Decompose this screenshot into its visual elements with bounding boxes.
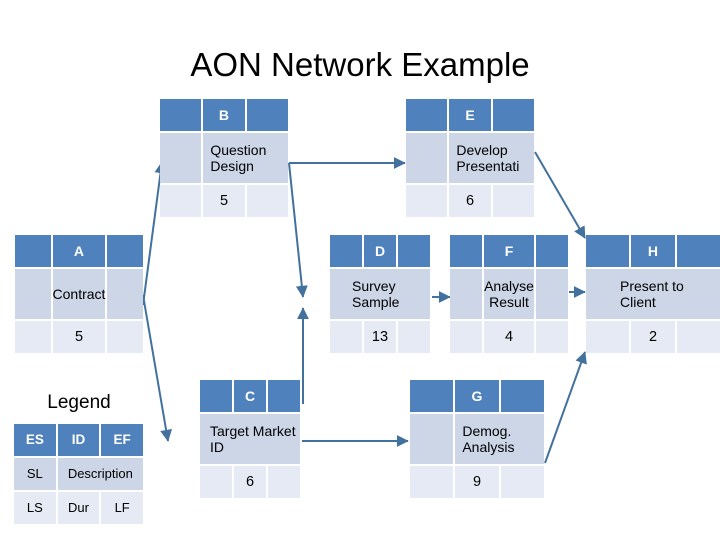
node-e-description: Develop Presentati xyxy=(449,133,534,183)
legend-title: Legend xyxy=(47,392,111,413)
node-c[interactable]: C Target Market ID 6 xyxy=(200,380,300,498)
node-e[interactable]: E Develop Presentati 6 xyxy=(406,99,534,217)
node-g-sl xyxy=(410,414,454,464)
node-c-description-text: Target Market ID xyxy=(210,422,296,455)
legend-node: ES ID EF SL Description LS Dur LF xyxy=(14,424,143,524)
node-g-ef xyxy=(500,380,544,412)
node-d-id: D xyxy=(364,235,396,267)
edge-e-h xyxy=(534,151,586,239)
node-a[interactable]: A Contract 5 xyxy=(15,235,143,353)
node-g-ls xyxy=(410,466,454,498)
node-c-id: C xyxy=(234,380,266,412)
legend-sl: SL xyxy=(14,458,56,490)
node-a-es xyxy=(15,235,51,267)
node-g-description-text: Demog. Analysis xyxy=(462,422,515,455)
node-g-description: Demog. Analysis xyxy=(455,414,544,464)
node-f-description: Analyse Result xyxy=(484,269,534,319)
node-c-duration: 6 xyxy=(234,466,266,498)
node-d-duration: 13 xyxy=(364,321,396,353)
edge-a-c xyxy=(142,294,173,442)
node-b-duration: 5 xyxy=(203,185,245,217)
node-d-description: Survey Sample xyxy=(330,269,430,319)
node-f-id: F xyxy=(484,235,534,267)
node-a-sl xyxy=(15,269,51,319)
node-f-mid-right xyxy=(535,269,568,319)
node-f[interactable]: F Analyse Result 4 xyxy=(450,235,568,353)
node-c-ls xyxy=(200,466,232,498)
node-a-lf xyxy=(107,321,143,353)
node-a-description-text: Contract xyxy=(52,285,106,302)
node-h-description-text: Present to Client xyxy=(620,277,684,310)
node-f-es xyxy=(450,235,483,267)
node-c-es xyxy=(200,380,232,412)
node-f-sl xyxy=(450,269,483,319)
node-b-lf xyxy=(246,185,288,217)
node-g-id: G xyxy=(455,380,499,412)
node-f-description-text: Analyse Result xyxy=(484,277,534,310)
legend-es: ES xyxy=(14,424,56,456)
edge-g-h xyxy=(544,351,587,464)
node-g-lf xyxy=(500,466,544,498)
legend-ls: LS xyxy=(14,492,56,524)
node-h-ls xyxy=(586,321,630,353)
node-d-ef xyxy=(398,235,430,267)
node-e-lf xyxy=(492,185,534,217)
node-c-ef xyxy=(268,380,300,412)
node-h-es xyxy=(586,235,630,267)
legend-ef: EF xyxy=(101,424,143,456)
node-h-ef xyxy=(676,235,720,267)
node-f-ls xyxy=(450,321,483,353)
node-f-duration: 4 xyxy=(484,321,534,353)
node-d-es xyxy=(330,235,362,267)
node-b-description: Question Design xyxy=(203,133,288,183)
node-h-duration: 2 xyxy=(631,321,675,353)
legend-description: Description xyxy=(57,458,143,490)
legend-lf: LF xyxy=(101,492,143,524)
node-e-duration: 6 xyxy=(449,185,491,217)
node-h[interactable]: H Present to Client 2 xyxy=(586,235,720,353)
node-d-ls xyxy=(330,321,362,353)
node-e-ef xyxy=(492,99,534,131)
node-a-ef xyxy=(107,235,143,267)
node-a-duration: 5 xyxy=(52,321,106,353)
node-f-lf xyxy=(535,321,568,353)
node-c-lf xyxy=(268,466,300,498)
page-title: AON Network Example xyxy=(190,46,530,83)
node-b-ls xyxy=(160,185,202,217)
node-e-sl xyxy=(406,133,448,183)
node-b-sl xyxy=(160,133,202,183)
node-f-ef xyxy=(535,235,568,267)
node-e-ls xyxy=(406,185,448,217)
node-a-mid-right xyxy=(107,269,143,319)
node-e-es xyxy=(406,99,448,131)
node-b-id: B xyxy=(203,99,245,131)
node-a-id: A xyxy=(52,235,106,267)
legend-description-text: Description xyxy=(67,465,133,481)
node-d-description-text: Survey Sample xyxy=(352,277,400,310)
node-e-id: E xyxy=(449,99,491,131)
node-g[interactable]: G Demog. Analysis 9 xyxy=(410,380,544,498)
node-h-id: H xyxy=(631,235,675,267)
node-b[interactable]: B Question Design 5 xyxy=(160,99,288,217)
legend-dur: Dur xyxy=(57,492,100,524)
node-a-ls xyxy=(15,321,51,353)
node-g-duration: 9 xyxy=(455,466,499,498)
node-d-lf xyxy=(398,321,430,353)
node-c-description: Target Market ID xyxy=(200,414,300,464)
node-h-description: Present to Client xyxy=(586,269,720,319)
legend-id: ID xyxy=(57,424,100,456)
node-h-lf xyxy=(676,321,720,353)
node-b-ef xyxy=(246,99,288,131)
node-d[interactable]: D Survey Sample 13 xyxy=(330,235,430,353)
node-e-description-text: Develop Presentati xyxy=(456,141,520,174)
node-a-description: Contract xyxy=(52,269,106,319)
node-g-es xyxy=(410,380,454,412)
node-b-description-text: Question Design xyxy=(210,141,267,174)
edge-b-d xyxy=(288,162,308,298)
node-b-es xyxy=(160,99,202,131)
